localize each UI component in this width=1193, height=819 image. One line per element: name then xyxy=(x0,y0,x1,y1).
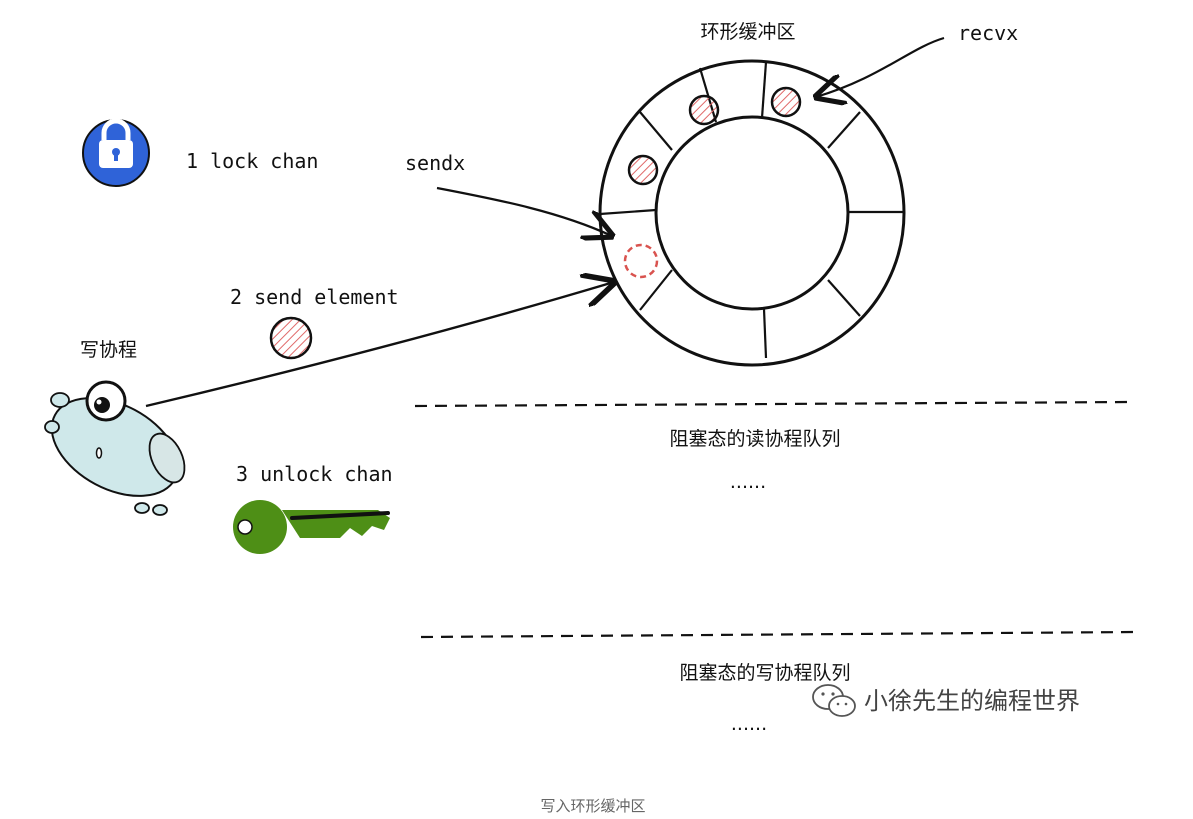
element-icon xyxy=(269,316,313,360)
step-label: 3 unlock chan xyxy=(236,462,393,486)
divider-line xyxy=(414,400,1134,408)
read-queue: 阻塞态的读协程队列 ...... xyxy=(414,400,1134,493)
step-label: 1 lock chan xyxy=(186,149,318,173)
sendx-label: sendx xyxy=(405,151,465,175)
watermark: 小徐先生的编程世界 xyxy=(812,684,1080,717)
gopher-icon xyxy=(44,380,186,516)
watermark-text: 小徐先生的编程世界 xyxy=(864,687,1080,715)
buffered-element xyxy=(688,94,720,126)
write-queue-ellipsis: ...... xyxy=(731,713,767,735)
writer-label: 写协程 xyxy=(80,339,137,361)
ring-buffer-title: 环形缓冲区 xyxy=(700,21,795,43)
write-queue-label: 阻塞态的写协程队列 xyxy=(679,662,850,684)
recvx-label: recvx xyxy=(958,21,1018,45)
read-queue-ellipsis: ...... xyxy=(730,471,766,493)
buffered-element xyxy=(627,154,659,186)
ring-buffer-inner xyxy=(654,115,850,311)
send-arrow xyxy=(145,282,614,408)
key-icon xyxy=(233,500,390,554)
read-queue-label: 阻塞态的读协程队列 xyxy=(669,428,840,450)
lock-icon xyxy=(82,118,150,187)
step-label: 2 send element xyxy=(230,285,399,309)
sendx-arrow xyxy=(436,186,612,236)
send-step: 2 send element xyxy=(230,285,399,360)
writer-goroutine: 写协程 xyxy=(44,282,614,516)
recvx-arrow xyxy=(816,36,945,97)
unlock-step: 3 unlock chan xyxy=(233,462,393,554)
figure-caption: 写入环形缓冲区 xyxy=(540,797,645,815)
write-queue: 阻塞态的写协程队列 ...... xyxy=(420,630,1139,735)
ring-buffer: 环形缓冲区 recvx sendx xyxy=(405,21,1018,367)
wechat-icon xyxy=(812,684,856,717)
divider-line xyxy=(420,630,1139,639)
lock-step: 1 lock chan xyxy=(82,118,318,187)
empty-slot-target xyxy=(623,243,659,279)
buffered-element xyxy=(770,86,802,118)
